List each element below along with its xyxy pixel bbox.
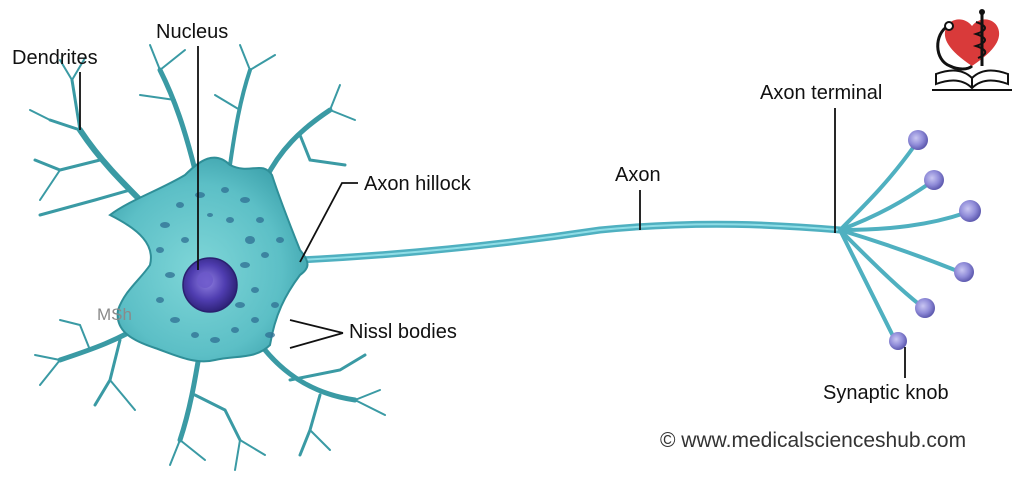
synaptic-knob — [954, 262, 974, 282]
nucleolus — [197, 272, 213, 288]
label-nissl-bodies: Nissl bodies — [349, 321, 457, 343]
synaptic-knob — [924, 170, 944, 190]
synaptic-knob — [889, 332, 907, 350]
synaptic-knobs — [889, 130, 981, 350]
label-dendrites: Dendrites — [12, 47, 98, 69]
label-axon: Axon — [615, 164, 661, 186]
leader-lines — [79, 46, 906, 378]
synaptic-knob — [959, 200, 981, 222]
heart-caduceus-book-icon — [932, 9, 1012, 91]
nissl-bodies — [156, 187, 284, 343]
label-nucleus: Nucleus — [156, 21, 229, 43]
label-axon-terminal: Axon terminal — [760, 82, 883, 104]
synaptic-knob — [908, 130, 928, 150]
axon-terminal-branches — [838, 143, 967, 342]
copyright-text: © www.medicalscienceshub.com — [660, 429, 967, 452]
label-synaptic-knob: Synaptic knob — [823, 382, 949, 404]
dendrites — [29, 44, 386, 471]
synaptic-knob — [915, 298, 935, 318]
label-axon-hillock: Axon hillock — [364, 173, 471, 195]
watermark-msh: MSh — [97, 305, 132, 324]
